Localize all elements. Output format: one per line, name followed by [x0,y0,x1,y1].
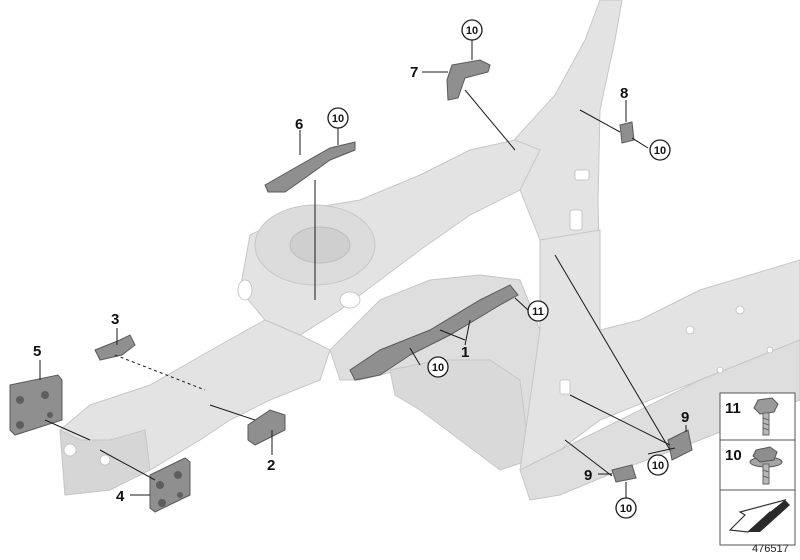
diagram-id: 476517 [752,543,789,555]
part-2-bracket [247,409,286,446]
part-9-upper-clip [667,429,693,461]
circled-callout-10-c [649,139,671,161]
legend-label-11: 11 [725,400,741,417]
callout-1: 1 [461,344,469,361]
circled-label: 10 [654,145,666,157]
legend-panel: 11 10 [719,392,796,546]
rocker-panel [519,339,800,501]
legend-label-10: 10 [725,447,742,464]
callout-8: 8 [620,85,628,102]
forward-arrow-icon [728,498,790,533]
circled-callout-10-f [615,497,637,519]
circled-callout-10-a [327,107,349,129]
circled-label: 11 [532,306,544,318]
callout-9-upper: 9 [681,409,689,426]
part-3-bracket [94,334,136,361]
part-9-lower-clip [611,464,637,483]
circled-callouts [327,19,671,519]
callout-labels: 1 2 3 4 5 6 7 8 9 9 [33,64,689,505]
callout-2: 2 [267,457,275,474]
hex-bolt-with-washer-icon [749,446,783,485]
callout-6: 6 [295,116,303,133]
part-7-bracket [446,59,491,101]
circled-label: 10 [332,113,344,125]
circled-label: 10 [466,25,478,37]
callout-4: 4 [116,488,125,505]
part-8-clip [619,121,635,144]
body-details [63,169,774,466]
body-structure [59,0,800,501]
part-6-bracket [264,141,356,193]
leader-lines [39,40,687,498]
circled-callout-text: 10 10 10 10 10 10 11 [332,25,666,515]
circled-callout-10-d [427,356,449,378]
circled-callout-10-b [461,19,483,41]
circled-callout-10-e [647,454,669,476]
bolt-with-collar-icon [753,397,779,436]
circled-label: 10 [652,460,664,472]
callout-5: 5 [33,343,41,360]
part-5-plate [9,374,63,436]
circled-callout-11 [527,300,549,322]
brackets [9,59,693,513]
callout-9-lower: 9 [584,467,592,484]
plate-holes [16,391,183,507]
callout-7: 7 [410,64,418,81]
lower-structure [389,359,531,471]
callout-3: 3 [111,311,119,328]
circled-label: 10 [620,503,632,515]
part-4-plate [149,457,191,513]
circled-label: 10 [432,362,444,374]
part-1-strut-brace [349,284,519,381]
